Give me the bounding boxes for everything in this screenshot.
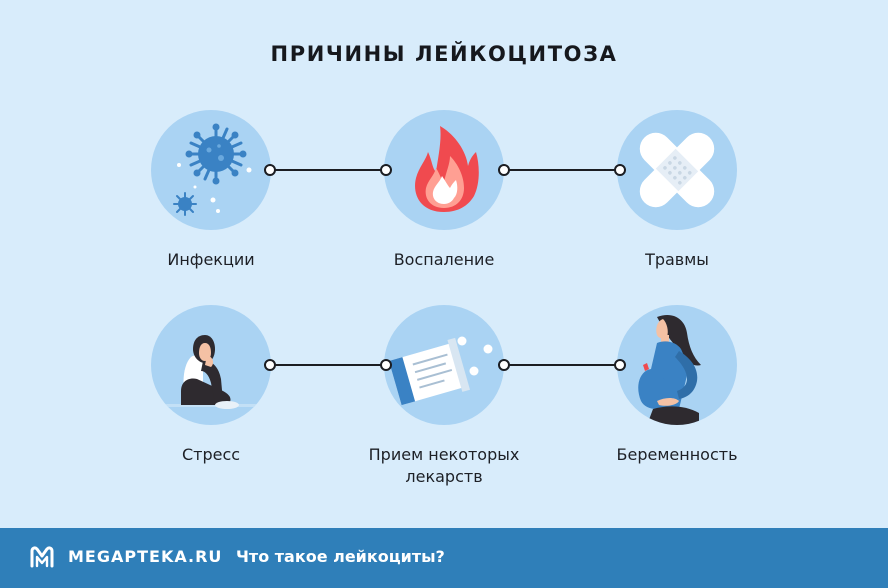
injury-circle: [617, 110, 737, 230]
stress-circle: [151, 305, 271, 425]
label-stress: Стресс: [181, 445, 241, 464]
label-injuries: Травмы: [645, 250, 709, 269]
connector-4: [498, 359, 626, 371]
label-medications-line1: Прием некоторых: [368, 445, 520, 464]
medication-circle: [384, 305, 504, 425]
label-medications: Прием некоторых лекарств: [344, 444, 544, 488]
megapteka-logo-icon: [30, 546, 54, 568]
infection-circle: [151, 110, 271, 230]
medicine-pack-icon: [388, 336, 493, 406]
flame-icon: [415, 126, 479, 212]
footer-caption: Что такое лейкоциты?: [236, 547, 445, 566]
virus-icon: [173, 123, 252, 216]
label-infections: Инфекции: [167, 250, 255, 269]
label-inflammation: Воспаление: [393, 250, 495, 269]
label-medications-line2: лекарств: [405, 467, 483, 486]
bandage-icon: [639, 132, 715, 208]
connector-3: [264, 359, 392, 371]
page-title: ПРИЧИНЫ ЛЕЙКОЦИТОЗА: [270, 42, 618, 66]
stressed-person-icon: [161, 335, 261, 409]
brand-name[interactable]: MEGAPTEKA.RU: [68, 547, 223, 566]
inflammation-circle: [384, 110, 504, 230]
footer-bar: MEGAPTEKA.RU Что такое лейкоциты?: [0, 528, 888, 588]
pregnancy-circle: [617, 305, 737, 425]
pregnant-woman-icon: [638, 314, 701, 425]
connector-2: [498, 164, 626, 176]
label-pregnancy: Беременность: [616, 445, 738, 464]
connector-1: [264, 164, 392, 176]
